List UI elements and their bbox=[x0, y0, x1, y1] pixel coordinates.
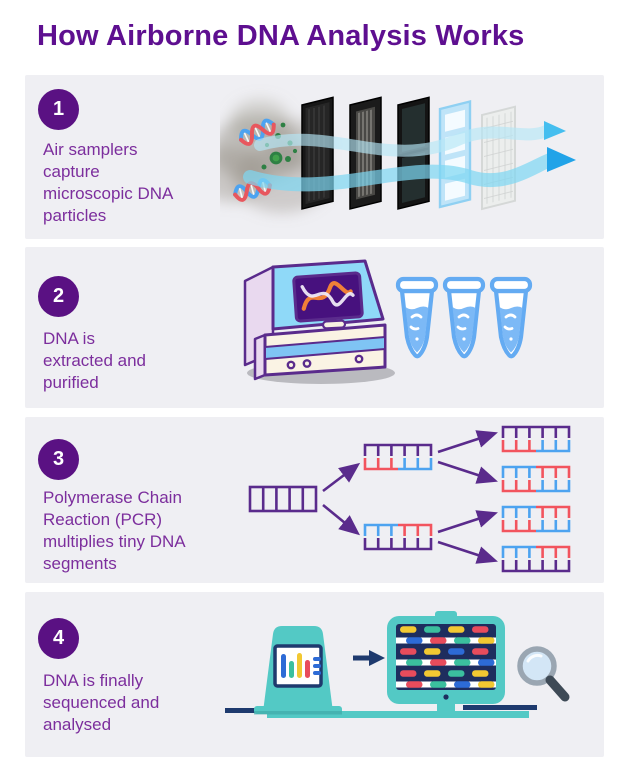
sequencing-analysis-icon bbox=[225, 611, 570, 718]
test-tubes-icon bbox=[395, 276, 533, 359]
blue-filter-icon bbox=[438, 100, 472, 209]
sequence-pill-rows bbox=[400, 626, 495, 688]
step-label: Polymerase Chain Reaction (PCR) multipli… bbox=[43, 488, 186, 574]
sequencer-machine-icon bbox=[254, 626, 342, 715]
right-arrow-icon bbox=[353, 650, 385, 666]
air-sampler-filters-icon bbox=[220, 96, 576, 213]
branch-arrows-icon bbox=[322, 430, 498, 564]
step-label: DNA is extracted and purified bbox=[43, 329, 147, 393]
step-number-badge: 4 bbox=[38, 618, 79, 659]
step-panel-2: 2 DNA is extracted and purified bbox=[25, 247, 604, 408]
step-label: Air samplers capture microscopic DNA par… bbox=[43, 140, 174, 226]
step-label: DNA is finally sequenced and analysed bbox=[43, 671, 160, 735]
step-number-badge: 3 bbox=[38, 439, 79, 480]
dna-extraction-icon bbox=[243, 259, 533, 384]
step-panel-1: 1 Air samplers capture microscopic DNA p… bbox=[25, 75, 604, 239]
page-title: How Airborne DNA Analysis Works bbox=[37, 20, 525, 52]
step-number-badge: 1 bbox=[38, 89, 79, 130]
step-panel-4: 4 DNA is finally sequenced and analysed bbox=[25, 592, 604, 757]
sequence-monitor-icon bbox=[387, 611, 505, 718]
airflow-arrows-icon bbox=[243, 121, 576, 192]
black-filter-icon bbox=[301, 96, 334, 210]
pcr-amplification-icon bbox=[248, 425, 571, 573]
mesh-filter-icon bbox=[481, 105, 516, 211]
dna-helix-icon bbox=[239, 118, 276, 146]
extraction-machine-icon bbox=[243, 259, 395, 384]
dna-segments-icon bbox=[248, 425, 571, 573]
step-number-badge: 2 bbox=[38, 276, 79, 317]
step-panel-3: 3 Polymerase Chain Reaction (PCR) multip… bbox=[25, 417, 604, 583]
magnifier-icon bbox=[517, 646, 570, 702]
